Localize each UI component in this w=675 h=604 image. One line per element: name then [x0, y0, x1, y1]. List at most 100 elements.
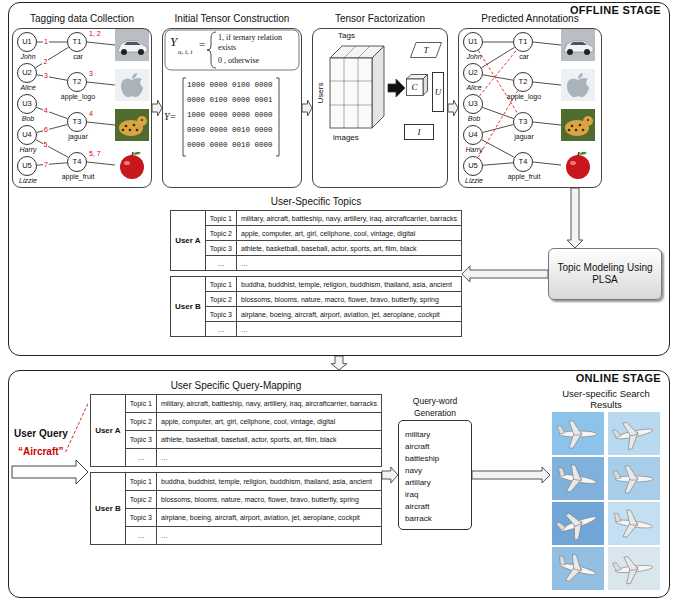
flow-arrow	[331, 356, 347, 370]
flow-arrow	[462, 266, 548, 282]
image-link	[533, 82, 561, 85]
table-text: …	[217, 260, 224, 267]
table-text: military, aircraft, battleship, navy, ar…	[241, 215, 457, 222]
words-cell: blossoms, blooms, nature, macro, flower,…	[156, 491, 381, 509]
table-text: Topic 2	[130, 496, 152, 503]
circle-name: Bob	[0, 115, 58, 123]
tag-link	[481, 47, 514, 67]
label-text: Y	[170, 34, 177, 49]
circle-name: apple_fruit	[494, 173, 554, 181]
table-text: …	[137, 454, 144, 461]
query-word: artillary	[405, 477, 465, 489]
circle-id: U5	[18, 157, 36, 175]
table-text: Topic 2	[210, 230, 232, 237]
table-text: …	[217, 326, 224, 333]
tag-link	[37, 163, 67, 165]
circle-id: T3	[514, 113, 532, 131]
words-cell: …	[236, 322, 461, 337]
query-arrow	[12, 460, 88, 484]
circle-name: Alice	[444, 84, 504, 92]
topic-cell: Topic 2	[205, 292, 236, 307]
stage-label: ONLINE STAGE	[17, 372, 661, 385]
table-text: airplane, boeing, aircraft, airport, avi…	[161, 514, 360, 521]
jaguar-image	[561, 109, 595, 141]
image-link	[533, 42, 561, 45]
cube-grid	[358, 46, 370, 58]
table-text: military, aircraft, battleship, navy, ar…	[161, 400, 377, 407]
image-link	[87, 42, 115, 45]
circle-id: U3	[18, 95, 36, 113]
table-text: …	[137, 532, 144, 539]
table-row: Topic 3athlete, basketball, baseball, ac…	[91, 431, 382, 449]
result-tile	[608, 457, 660, 500]
flow-arrow	[152, 100, 162, 116]
box-title: Tensor Factorization	[313, 13, 447, 25]
tag-node: T4apple_fruit	[513, 152, 533, 172]
edge-label: 1	[43, 38, 49, 46]
circle-name: Bob	[444, 115, 504, 123]
user-node: U3Bob	[17, 94, 37, 114]
result-tile	[552, 502, 604, 545]
topic-cell: Topic 3	[205, 241, 236, 256]
cube-front	[330, 58, 372, 128]
words-cell: buddha, buddhist, temple, religion, budd…	[236, 277, 461, 292]
topic-cell: …	[125, 449, 156, 467]
matrix-row: 1000 0000 0000 0000	[187, 110, 273, 120]
circle-id: U1	[18, 33, 36, 51]
table-row: Topic 3airplane, boeing, aircraft, airpo…	[171, 307, 462, 322]
query-word: aircraft	[405, 441, 465, 453]
table-text: Topic 1	[130, 400, 152, 407]
edge-label: 4	[43, 107, 49, 115]
user-node: U1John	[463, 32, 483, 52]
table-text: blossoms, blooms, nature, macro, flower,…	[241, 296, 439, 303]
words-cell: …	[236, 256, 461, 271]
words-cell: …	[156, 449, 381, 467]
topic-cell: …	[125, 527, 156, 545]
jaguar-image	[115, 109, 149, 141]
table-title: User-Specific Topics	[170, 196, 462, 208]
matrix-row: 0000 0100 0000 0001	[187, 95, 273, 105]
words-cell: military, aircraft, battleship, navy, ar…	[156, 395, 381, 413]
table-text: …	[161, 532, 168, 539]
tag-node: T4apple_fruit	[67, 152, 87, 172]
topic-cell: Topic 1	[205, 277, 236, 292]
apple-image	[561, 149, 595, 181]
label-text: 1	[43, 38, 49, 45]
tag-node: T3jaguar	[67, 112, 87, 132]
circle-name: apple_logo	[48, 93, 108, 101]
user-node: U4Harry	[463, 125, 483, 145]
label-text: 0000 0000 0010 0000	[187, 141, 273, 149]
axis-label: Users	[316, 79, 326, 107]
circle-name: apple_logo	[494, 93, 554, 101]
topic-cell: Topic 1	[125, 395, 156, 413]
stage-box: Predicted AnnotationsU1JohnU2AliceU3BobU…	[458, 28, 602, 188]
query-word-box: Query-word Generationmilitaryaircraftbat…	[398, 420, 472, 530]
words-cell: apple, computer, art, girl, cellphone, c…	[236, 226, 461, 241]
table-text: buddha, buddhist, temple, religion, budd…	[241, 281, 452, 288]
topic-cell: Topic 2	[125, 491, 156, 509]
circle-name: Harry	[444, 146, 504, 154]
logo-image	[115, 69, 149, 101]
search-result-images	[552, 412, 660, 590]
label-text: 1, if ternary relation exists	[218, 33, 282, 52]
plane-image	[554, 505, 601, 544]
outline	[411, 43, 442, 58]
circle-id: T4	[514, 153, 532, 171]
query-term: “Aircraft”	[18, 446, 64, 458]
tag-node: T1car	[513, 32, 533, 52]
query-label: User Query	[14, 428, 68, 440]
table-row: ……	[91, 449, 382, 467]
tag-node: T2apple_logo	[67, 72, 87, 92]
label-text: 5	[43, 141, 49, 148]
tag-link	[36, 107, 67, 118]
table-text: airplane, boeing, aircraft, airport, avi…	[241, 311, 440, 318]
formula-symbol: Y	[170, 35, 177, 49]
user-cell: User A	[91, 395, 126, 467]
table-text: Topic 2	[210, 296, 232, 303]
tensor-cube	[330, 46, 405, 128]
table-row: User ATopic 1military, aircraft, battles…	[91, 395, 382, 413]
table-row: Topic 2 apple, computer, art, girl, cellp…	[171, 226, 462, 241]
table-text: Topic 1	[210, 281, 232, 288]
circle-id: U4	[18, 126, 36, 144]
label-text: 5, 7	[89, 150, 101, 157]
